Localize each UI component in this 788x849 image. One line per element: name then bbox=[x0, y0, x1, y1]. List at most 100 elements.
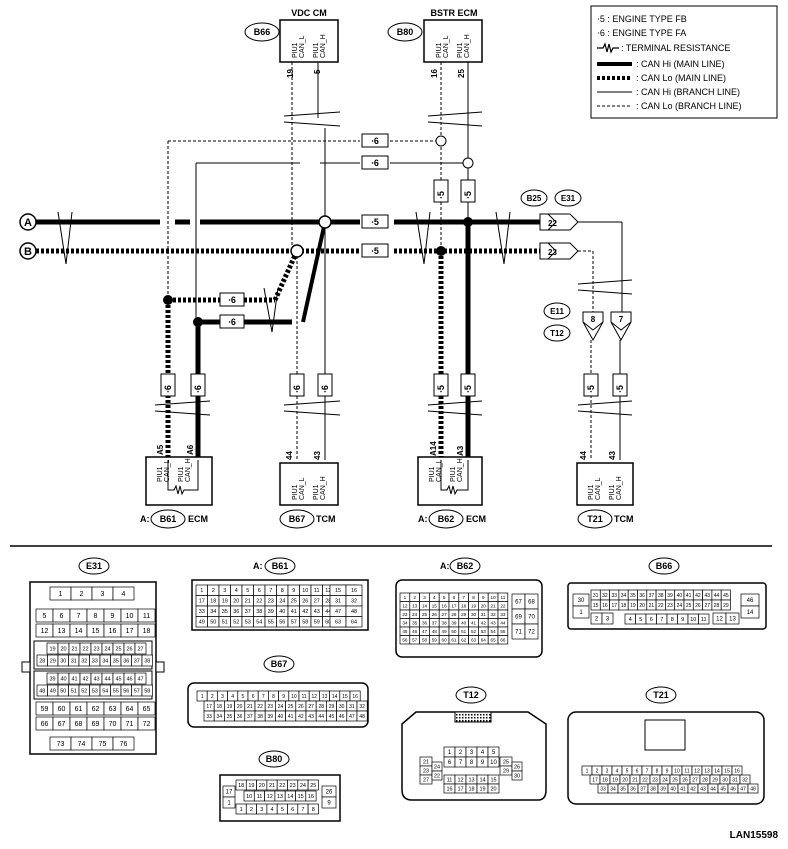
b61-pin-label: 26 bbox=[302, 599, 308, 605]
t21-pin-label: 45 bbox=[720, 786, 726, 792]
b80-pin-label: 18 bbox=[238, 783, 244, 789]
b66-pin-label: 3 bbox=[606, 617, 610, 623]
legend-can-lo-branch: : CAN Lo (BRANCH LINE) bbox=[636, 101, 742, 111]
e31-pin-label: 44 bbox=[104, 676, 110, 682]
b66-pin-label: 10 bbox=[690, 617, 696, 623]
b62-pin-label: 35 bbox=[412, 620, 418, 625]
svg-text:B25: B25 bbox=[527, 194, 542, 203]
b80-pin-label: 22 bbox=[279, 783, 285, 789]
b67-pin-label: 1 bbox=[201, 694, 204, 700]
t21-pin-label: 29 bbox=[712, 777, 718, 783]
b67-pin-label: 48 bbox=[359, 714, 365, 720]
b62-pin-label: 37 bbox=[432, 620, 438, 625]
t12-pin-label: 16 bbox=[446, 786, 452, 792]
b62-pin-label: 47 bbox=[422, 629, 428, 634]
b66-pin-label: 34 bbox=[621, 593, 627, 599]
e31-pin-label: 29 bbox=[50, 658, 56, 664]
b67-pin-label: 38 bbox=[257, 714, 263, 720]
svg-text:PIU1: PIU1 bbox=[178, 466, 185, 482]
legend-fb: ⋅5 : ENGINE TYPE FB bbox=[597, 14, 687, 24]
svg-text:CAN_L: CAN_L bbox=[299, 35, 306, 58]
bus-a-label: A bbox=[24, 217, 32, 229]
b62-pin-label: 71 bbox=[515, 630, 522, 636]
t21-pin-label: 28 bbox=[702, 777, 708, 783]
b67-pin bbox=[356, 710, 368, 722]
b67-pin-label: 32 bbox=[359, 704, 365, 710]
b67-pin-label: 13 bbox=[322, 694, 328, 700]
t21-pin-label: 32 bbox=[742, 777, 748, 783]
module-bstr-ecm: BSTR ECM B80 PIU1 CAN_L PIU1 CAN_H 16 25 bbox=[387, 8, 483, 78]
b62-pin-label: 49 bbox=[442, 629, 448, 634]
b66-pin-label: 46 bbox=[747, 598, 754, 604]
t12-pin-label: 27 bbox=[423, 777, 429, 783]
b67-pin-label: 41 bbox=[288, 714, 294, 720]
svg-text:⋅5: ⋅5 bbox=[436, 191, 446, 199]
b66-pin-label: 19 bbox=[630, 603, 636, 609]
b66-pin bbox=[698, 613, 710, 625]
engine-marks-v: ⋅5 ⋅5 ⋅6 ⋅6 ⋅6 ⋅6 ⋅5 ⋅5 ⋅5 ⋅5 bbox=[160, 179, 628, 397]
e31-pin-label: 45 bbox=[115, 676, 121, 682]
b66-pin-label: 22 bbox=[658, 603, 664, 609]
b66-pin-label: 9 bbox=[681, 617, 684, 623]
svg-text:43: 43 bbox=[313, 451, 322, 460]
svg-text:CAN_L: CAN_L bbox=[299, 477, 306, 500]
svg-text:B61: B61 bbox=[160, 514, 177, 524]
b66-pin-label: 31 bbox=[593, 593, 599, 599]
svg-text:43: 43 bbox=[608, 451, 617, 460]
t12-pin-label: 25 bbox=[503, 759, 509, 765]
t12-pin bbox=[487, 756, 500, 768]
t21-pin-label: 48 bbox=[750, 786, 756, 792]
b67-pin-label: 19 bbox=[227, 704, 233, 710]
e31-pin-label: 25 bbox=[115, 646, 121, 652]
b61-pin-label: 33 bbox=[199, 609, 205, 615]
b62-pin-label: 64 bbox=[481, 637, 487, 642]
t21-pin-label: 23 bbox=[652, 777, 658, 783]
b62-pin-label: 41 bbox=[471, 620, 477, 625]
t12-pin-label: 19 bbox=[479, 786, 485, 792]
t21-pin-label: 21 bbox=[632, 777, 638, 783]
e31-pin-label: 64 bbox=[126, 706, 134, 713]
e31-pin-label: 49 bbox=[50, 688, 56, 694]
b67-pin-label: 33 bbox=[206, 714, 212, 720]
t21-pin-label: 24 bbox=[662, 777, 668, 783]
t12-pin-label: 10 bbox=[490, 760, 497, 766]
b67-pin-label: 8 bbox=[272, 694, 275, 700]
t21-pin-label: 13 bbox=[704, 768, 710, 774]
t12-pin-label: 29 bbox=[503, 768, 509, 774]
svg-text:A3: A3 bbox=[456, 445, 465, 456]
b62-pin-label: 6 bbox=[453, 595, 456, 600]
t12-pin-label: 17 bbox=[457, 786, 463, 792]
e31-pin-label: 48 bbox=[39, 688, 45, 694]
b67-pin-label: 39 bbox=[268, 714, 274, 720]
e31-pin-label: 71 bbox=[126, 721, 134, 728]
b62-pin-label: 62 bbox=[461, 637, 467, 642]
conn-b67-label: B67 bbox=[271, 659, 288, 669]
t21-pin-label: 46 bbox=[730, 786, 736, 792]
b62-pin-label: 26 bbox=[432, 612, 438, 617]
e31-pin-label: 12 bbox=[41, 628, 49, 635]
t21-pin-label: 41 bbox=[680, 786, 686, 792]
svg-text:ECM: ECM bbox=[466, 514, 486, 524]
b66-pin-label: 36 bbox=[639, 593, 645, 599]
svg-text:CAN_L: CAN_L bbox=[436, 459, 443, 482]
e31-pin bbox=[134, 672, 147, 685]
b61-pin-label: 21 bbox=[245, 599, 251, 605]
e31-pin-label: 53 bbox=[92, 688, 98, 694]
e31-pin-label: 31 bbox=[71, 658, 77, 664]
t12-pin bbox=[487, 783, 500, 794]
t21-pin-label: 17 bbox=[592, 777, 598, 783]
e31-pin-label: 69 bbox=[92, 721, 100, 728]
e31-pin-label: 59 bbox=[41, 706, 49, 713]
svg-text:PIU1: PIU1 bbox=[429, 466, 436, 482]
b67-pin-label: 15 bbox=[342, 694, 348, 700]
b66-pin-label: 45 bbox=[723, 593, 729, 599]
e31-pin bbox=[137, 716, 156, 731]
svg-text:⋅6: ⋅6 bbox=[228, 317, 236, 327]
e31-pin-label: 67 bbox=[58, 721, 66, 728]
t21-pin-label: 19 bbox=[612, 777, 618, 783]
e31-pin-label: 18 bbox=[143, 628, 151, 635]
b80-pin-label: 21 bbox=[269, 783, 275, 789]
b67-pin-label: 16 bbox=[352, 694, 358, 700]
b67-pin-label: 31 bbox=[349, 704, 355, 710]
